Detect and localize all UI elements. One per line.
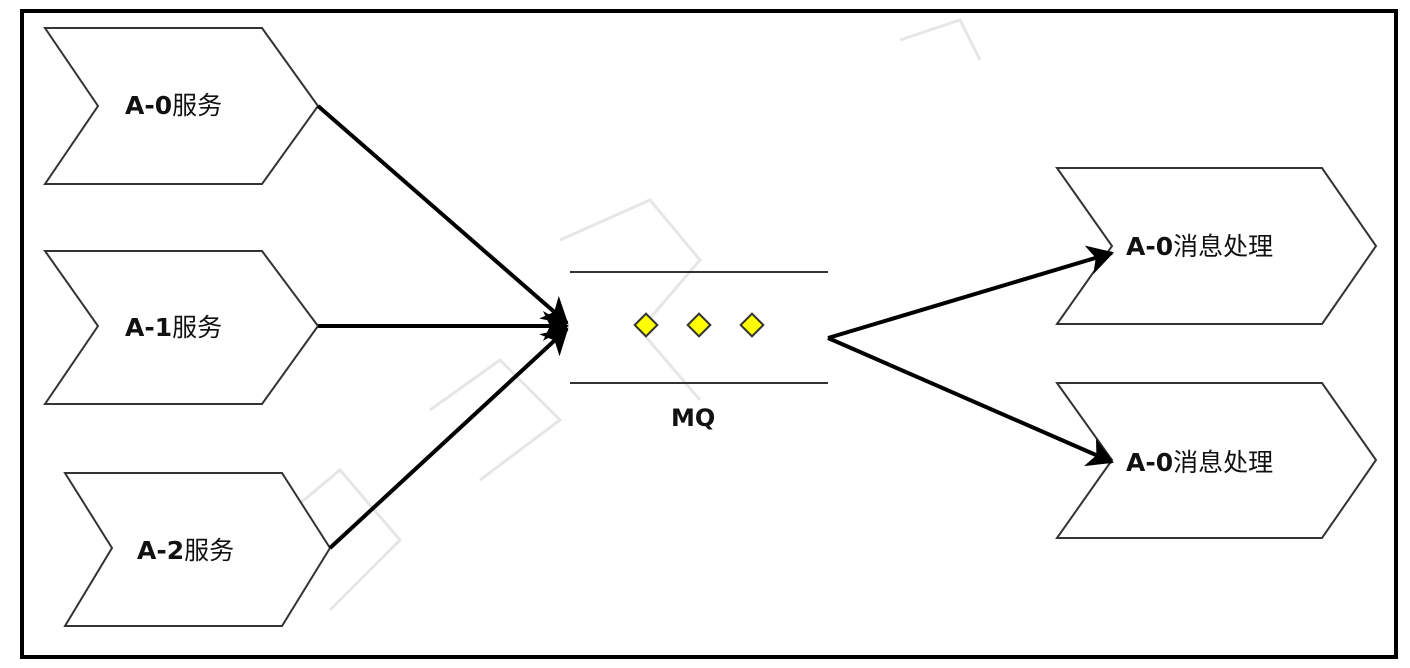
queue-message-1 xyxy=(633,312,659,338)
watermark xyxy=(279,18,982,612)
arrow-mq-to-consumer-2 xyxy=(827,336,1114,467)
producer-label-a1: A-1服务 xyxy=(125,313,223,342)
queue-message-2 xyxy=(686,312,712,338)
arrow-a2-to-mq xyxy=(328,327,569,550)
arrow-a0-to-mq xyxy=(316,104,569,325)
consumer-label-1: A-0消息处理 xyxy=(1126,232,1274,261)
queue-message-3 xyxy=(739,312,765,338)
producer-shape-a0 xyxy=(43,27,320,185)
producer-shape-a1 xyxy=(43,250,320,405)
mq-label: MQ xyxy=(671,404,716,432)
queue-messages xyxy=(633,312,765,338)
producer-label-a2: A-2服务 xyxy=(137,536,235,565)
producer-label-a0: A-0服务 xyxy=(125,91,223,120)
producer-shape-a2 xyxy=(63,472,332,627)
arrow-mq-to-consumer-1 xyxy=(827,245,1114,340)
consumer-label-2: A-0消息处理 xyxy=(1126,448,1274,477)
